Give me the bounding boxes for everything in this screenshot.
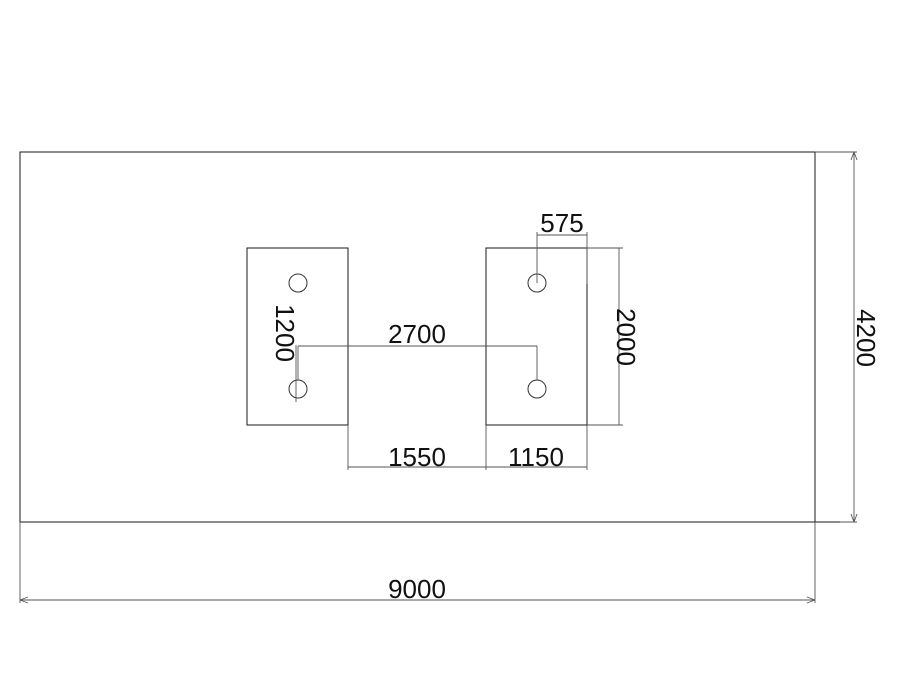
pile-left-bottom xyxy=(288,379,308,399)
dimension-overall-height: 4200 xyxy=(815,151,881,523)
left-pile-cap xyxy=(246,247,349,426)
right-cap-height-label: 2000 xyxy=(611,308,641,366)
dimension-right-cap-height: 2000 xyxy=(587,247,641,426)
dimension-overall-width: 9000 xyxy=(19,522,816,604)
right-cap-width-label: 1150 xyxy=(508,442,564,472)
dimension-pile-spacing-x: 2700 xyxy=(297,319,538,380)
pile-edge-offset-label: 575 xyxy=(540,208,583,238)
left-pile-spacing-label: 1200 xyxy=(270,304,300,362)
cap-gap-label: 1550 xyxy=(388,442,446,472)
pile-left-top xyxy=(288,273,308,293)
dimension-pile-edge-offset: 575 xyxy=(536,208,588,284)
dimension-bottom-chain: 1550 1150 xyxy=(347,425,588,472)
overall-width-label: 9000 xyxy=(388,574,446,604)
dimension-left-pile-spacing: 1200 xyxy=(270,304,300,402)
overall-height-label: 4200 xyxy=(851,309,881,367)
pile-right-bottom xyxy=(527,379,547,399)
pile-spacing-x-label: 2700 xyxy=(388,319,446,349)
right-pile-cap xyxy=(485,247,588,426)
